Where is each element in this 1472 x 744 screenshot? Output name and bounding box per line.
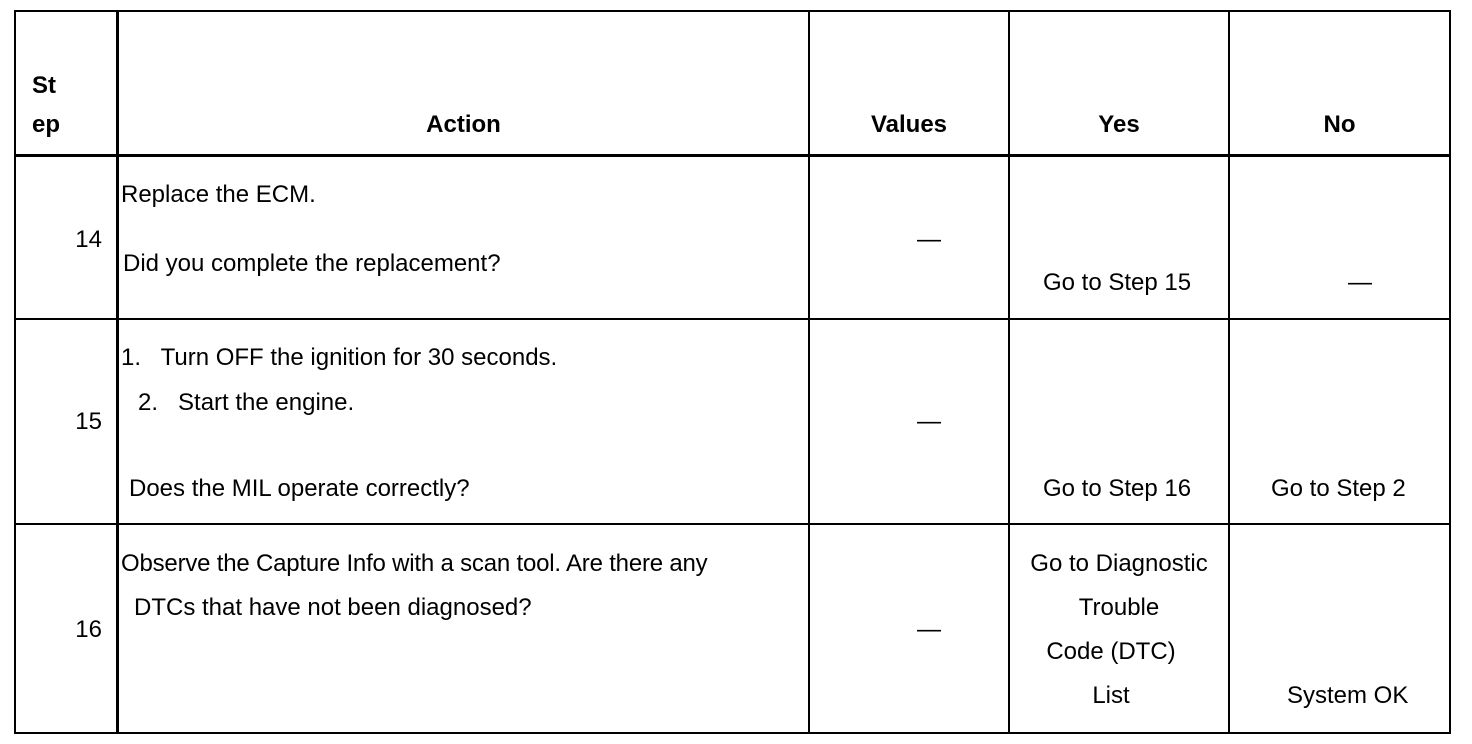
header-step-line1: St [32,72,56,99]
header-action: Action [426,111,501,138]
step-number: 16 [75,616,102,643]
table-border-top [14,10,1451,12]
action-text: Did you complete the replacement? [123,250,501,277]
header-values: Values [870,111,948,138]
values-cell: — [917,226,941,253]
yes-cell: Trouble [1078,594,1160,621]
action-text: DTCs that have not been diagnosed? [134,594,532,621]
values-cell: — [917,408,941,435]
col-divider-action-values [808,10,810,734]
action-text: Replace the ECM. [121,181,316,208]
yes-cell: Code (DTC) [1046,638,1176,665]
step-number: 14 [75,226,102,253]
table-border-bottom [14,732,1451,734]
table-border-left [14,10,16,734]
yes-cell: Go to Diagnostic [1030,550,1208,577]
col-divider-step-action [116,10,119,734]
yes-cell: Go to Step 15 [1043,269,1192,296]
no-cell: — [1348,269,1372,296]
header-divider [14,154,1451,157]
no-cell: System OK [1287,682,1409,709]
action-text: 1. Turn OFF the ignition for 30 seconds. [121,344,558,371]
row-divider-15-16 [14,523,1451,525]
yes-cell: Go to Step 16 [1043,475,1192,502]
step-number: 15 [75,408,102,435]
action-text: 2. Start the engine. [138,389,355,416]
values-cell: — [917,616,941,643]
header-no: No [1323,111,1356,138]
table-border-right [1449,10,1451,734]
col-divider-values-yes [1008,10,1010,734]
row-divider-14-15 [14,318,1451,320]
yes-cell: List [1092,682,1130,709]
action-text: Observe the Capture Info with a scan too… [121,550,708,577]
no-cell: Go to Step 2 [1271,475,1406,502]
header-step-line2: ep [32,111,61,138]
action-text: Does the MIL operate correctly? [129,475,470,502]
header-yes: Yes [1098,111,1140,138]
col-divider-yes-no [1228,10,1230,734]
